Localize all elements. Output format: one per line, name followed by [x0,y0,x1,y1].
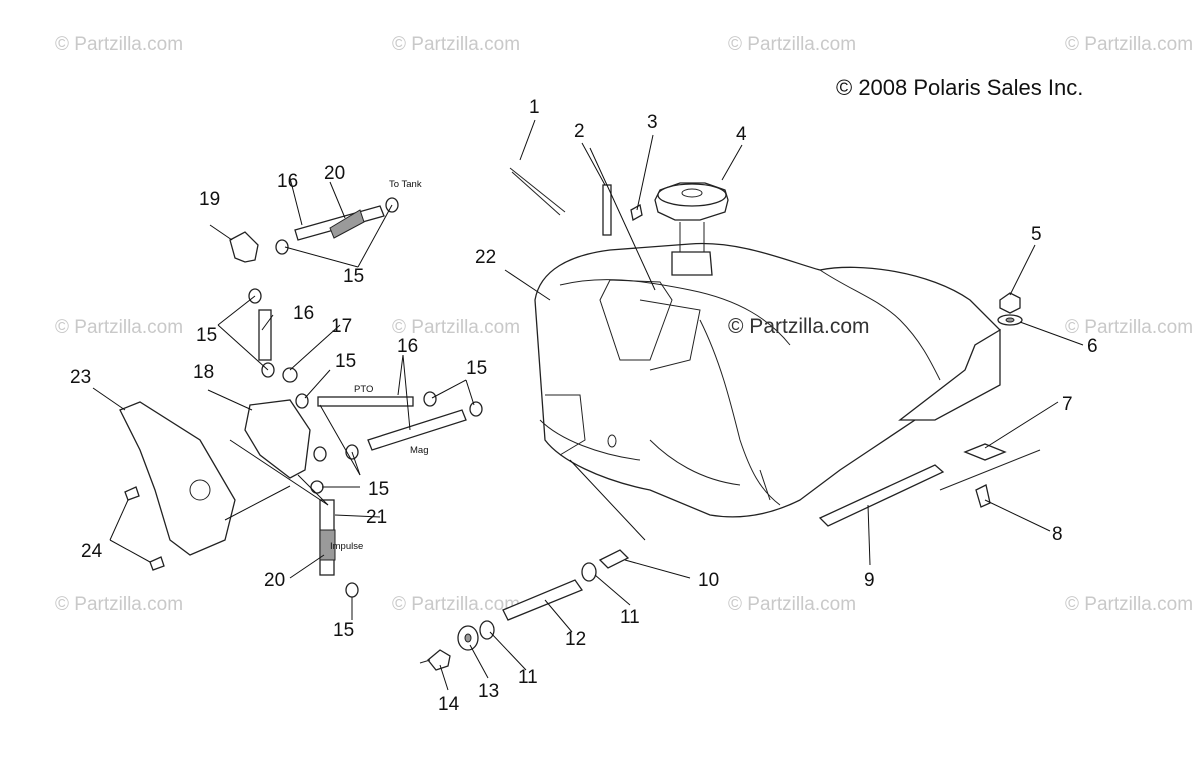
callout-2: 2 [574,121,585,142]
callout-23: 23 [70,367,91,388]
callout-21: 21 [366,507,387,528]
callout-15: 15 [333,620,354,641]
watermark: © Partzilla.com [55,34,183,55]
hardware-right [818,292,1041,527]
callout-6: 6 [1087,336,1098,357]
callout-17: 17 [331,316,352,337]
callout-16: 16 [293,303,314,324]
callout-14: 14 [438,694,460,715]
callout-15: 15 [196,325,217,346]
callout-19: 19 [199,189,220,210]
fuel-tank [534,242,1001,518]
copyright-text: © 2008 Polaris Sales Inc. [836,75,1083,100]
label-pto: PTO [354,384,373,395]
vent-parts [509,167,643,236]
label-impulse: Impulse [330,541,363,552]
watermark: © Partzilla.com [55,594,183,615]
watermark: © Partzilla.com [392,34,520,55]
callout-layer: 1 2 3 4 5 6 7 8 9 10 11 11 12 13 14 15 1… [70,97,1098,715]
fuel-cap [654,182,729,276]
label-to-tank: To Tank [389,179,422,190]
callout-12: 12 [565,629,586,650]
watermark: © Partzilla.com [1065,34,1193,55]
fuel-pump-assembly [119,197,483,598]
callout-15: 15 [335,351,356,372]
callout-11: 11 [518,667,538,688]
callout-15: 15 [368,479,389,500]
callout-24: 24 [81,541,103,562]
watermark: © Partzilla.com [728,594,856,615]
callout-10: 10 [698,570,719,591]
label-mag: Mag [410,445,428,456]
callout-22: 22 [475,247,496,268]
callout-7: 7 [1062,394,1073,415]
fuel-line-lower [419,549,630,671]
callout-15: 15 [343,266,364,287]
callout-9: 9 [864,570,875,591]
callout-13: 13 [478,681,499,702]
callout-20: 20 [324,163,345,184]
callout-8: 8 [1052,524,1063,545]
callout-11: 11 [620,607,640,628]
callout-18: 18 [193,362,214,383]
watermark: © Partzilla.com [1065,594,1193,615]
callout-4: 4 [736,124,747,145]
callout-20: 20 [264,570,285,591]
watermark: © Partzilla.com [392,594,520,615]
leader-lines [92,119,1084,691]
callout-16: 16 [277,171,298,192]
callout-16: 16 [397,336,418,357]
hose-labels: To Tank PTO Mag Impulse [330,179,428,552]
watermark: © Partzilla.com [1065,317,1193,338]
watermark: © Partzilla.com [728,34,856,55]
callout-1: 1 [529,97,540,118]
watermark-layer: © Partzilla.com © Partzilla.com © Partzi… [55,34,1193,615]
callout-3: 3 [647,112,658,133]
callout-15: 15 [466,358,487,379]
callout-5: 5 [1031,224,1042,245]
watermark: © Partzilla.com [55,317,183,338]
watermark: © Partzilla.com [392,317,520,338]
watermark-center: © Partzilla.com [728,315,870,338]
